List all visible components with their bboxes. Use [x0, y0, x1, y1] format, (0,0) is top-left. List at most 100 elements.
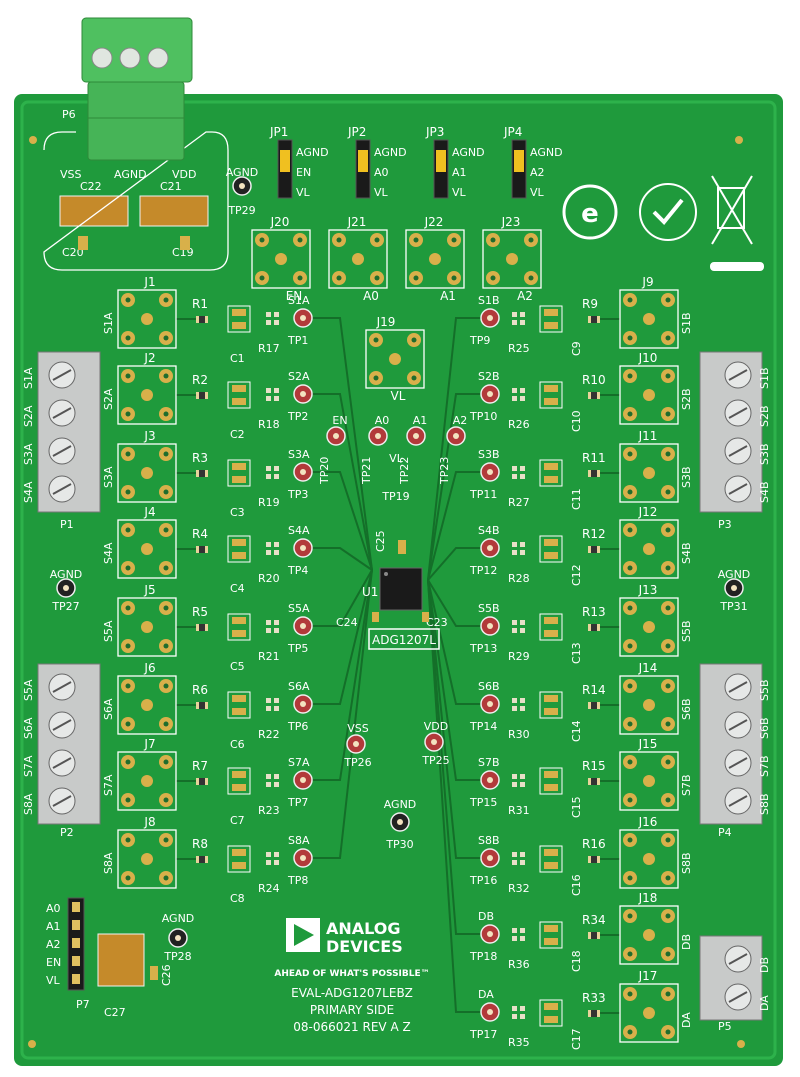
terminal-label: S2B [758, 405, 771, 427]
terminal-label: S5A [22, 679, 35, 701]
trace [312, 317, 373, 571]
silk-label: A1 [46, 920, 61, 933]
trace [427, 317, 482, 581]
silk-label: S7A [102, 774, 115, 796]
silk-label: S2A [102, 388, 115, 410]
trace [427, 579, 482, 1013]
sma-hole [297, 275, 303, 281]
silk-label: J1 [143, 275, 155, 289]
sma-hole [627, 875, 633, 881]
silk-label: C18 [570, 950, 583, 972]
capacitor-outline [539, 767, 563, 795]
silk-label: R12 [582, 527, 606, 541]
capacitor-pad [544, 398, 558, 405]
silk-label: S3A [102, 466, 115, 488]
capacitor-outline [227, 305, 251, 333]
test-point-center [300, 623, 306, 629]
mount-dot [28, 1040, 36, 1048]
capacitor-pad [544, 708, 558, 715]
silk-label: R34 [582, 913, 606, 927]
small-pad [274, 542, 279, 547]
traces [176, 317, 620, 1014]
sma-j6 [117, 675, 177, 735]
silk-label: J6 [143, 661, 155, 675]
silk-label: TP28 [163, 950, 191, 963]
silk-label: A1 [440, 289, 456, 303]
sma-hole [665, 797, 671, 803]
silk-label: A0 [363, 289, 379, 303]
screw-slot [728, 369, 748, 381]
capacitor-pad [544, 1016, 558, 1023]
silk-label: A0 [46, 902, 61, 915]
silk-label: R15 [582, 759, 606, 773]
silk-label: TP15 [469, 796, 497, 809]
silk-label: S5A [102, 620, 115, 642]
small-pad [274, 550, 279, 555]
chip-ref: U1 [362, 585, 378, 599]
silk-label: R14 [582, 683, 606, 697]
silk-label: R29 [508, 650, 530, 663]
sma-hole [125, 335, 131, 341]
silk-label: TP25 [421, 754, 449, 767]
silk-label: P7 [76, 998, 90, 1011]
small-pad [520, 782, 525, 787]
small-pad [512, 706, 517, 711]
sma-hole [259, 275, 265, 281]
sma-hole [627, 373, 633, 379]
terminal-label: S5B [758, 679, 771, 701]
trace [427, 547, 482, 581]
small-pad [520, 312, 525, 317]
test-point-center [431, 739, 437, 745]
silk-label: J7 [143, 737, 155, 751]
small-pad [266, 628, 271, 633]
silk-label: TP5 [287, 642, 308, 655]
silk-label: A2 [453, 414, 468, 427]
screw-slot [52, 719, 72, 731]
capacitor-outline [539, 535, 563, 563]
sma-hole [413, 237, 419, 243]
silk-label: C17 [570, 1028, 583, 1050]
small-pad [512, 1014, 517, 1019]
sma-hole [125, 411, 131, 417]
silk-label: VL [374, 186, 389, 199]
silk-label: J13 [638, 583, 658, 597]
sma-center-pad [643, 775, 655, 787]
terminal-label: S7A [22, 755, 35, 777]
sma-hole [125, 451, 131, 457]
screw-slot [728, 445, 748, 457]
sma-hole [665, 759, 671, 765]
silk-label: A0 [374, 166, 389, 179]
capacitor-pad [544, 463, 558, 470]
silk-label: J5 [143, 583, 155, 597]
sma-j4 [117, 519, 177, 579]
test-point-center [487, 623, 493, 629]
capacitor-pad [544, 552, 558, 559]
silk-label: EN [286, 289, 303, 303]
cap-c19 [180, 236, 190, 250]
silk-label: P6 [62, 108, 76, 121]
silk-label: VL [391, 389, 406, 403]
sma-j10 [619, 365, 679, 425]
sma-hole [627, 335, 633, 341]
silk-label: S1B [680, 312, 693, 334]
screw-slot [728, 991, 748, 1003]
sma-hole [125, 875, 131, 881]
silk-label: C26 [160, 964, 173, 986]
silk-label: R18 [258, 418, 280, 431]
sma-center-pad [643, 313, 655, 325]
trace [427, 471, 482, 581]
capacitor-outline [539, 691, 563, 719]
board-name: EVAL-ADG1207LEBZ [291, 986, 413, 1000]
resistor-body [591, 702, 597, 709]
sma-hole [163, 605, 169, 611]
silk-label: C23 [426, 616, 448, 629]
small-pad [512, 774, 517, 779]
sma-hole [163, 489, 169, 495]
sma-hole [374, 275, 380, 281]
small-pad [520, 550, 525, 555]
terminal-label: S4B [758, 481, 771, 503]
capacitor-outline [539, 381, 563, 409]
test-point-center [487, 855, 493, 861]
header-pin [72, 920, 80, 930]
silk-label: R21 [258, 650, 280, 663]
